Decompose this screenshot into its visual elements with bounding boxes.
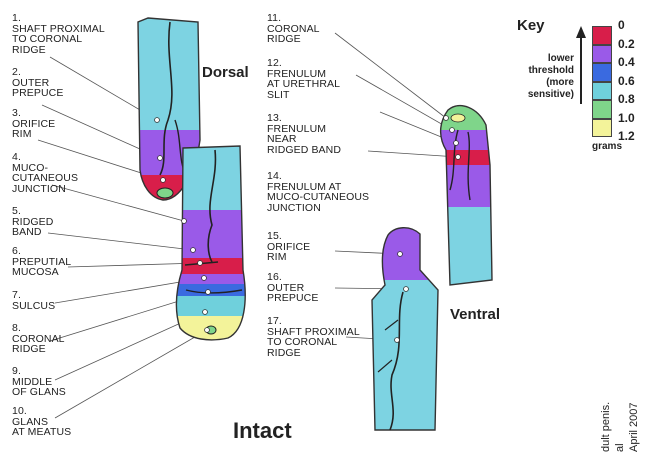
dorsal-lower-shape [176, 146, 246, 340]
dorsal-label-3: 3. ORIFICE RIM [12, 107, 56, 140]
key-swatch-1 [592, 26, 612, 45]
dorsal-label-5: 5. RIDGED BAND [12, 205, 54, 238]
dorsal-label-4: 4. MUCO- CUTANEOUS JUNCTION [12, 151, 79, 195]
key-value-1: 0 [618, 18, 625, 32]
ventral-label-11: 11. CORONAL RIDGE [267, 12, 320, 45]
dorsal-label-6: 6. PREPUTIAL MUCOSA [12, 245, 72, 278]
key-swatch-3 [592, 63, 612, 82]
ventral-label-17: 17. SHAFT PROXIMAL TO CORONAL RIDGE [267, 315, 360, 359]
key-value-6: 1.0 [618, 110, 635, 125]
key-value-4: 0.6 [618, 73, 635, 88]
credit-line-3: April 2007 [628, 402, 640, 452]
ventral-label-15: 15. ORIFICE RIM [267, 230, 311, 263]
key-swatch-5 [592, 100, 612, 119]
key-value-7: 1.2 [618, 129, 635, 143]
credit-line-1: dult penis. [600, 401, 612, 452]
ventral-label-12: 12. FRENULUM AT URETHRAL SLIT [267, 57, 341, 101]
dorsal-label-9: 9. MIDDLE OF GLANS [12, 365, 66, 398]
key-swatch-6 [592, 118, 612, 137]
dorsal-label-7: 7. SULCUS [12, 289, 56, 312]
dorsal-label-2: 2. OUTER PREPUCE [12, 66, 64, 99]
key-value-2: 0.2 [618, 36, 635, 51]
key-value-5: 0.8 [618, 92, 635, 106]
key-value-3: 0.4 [618, 55, 635, 69]
key-unit: grams [592, 141, 623, 152]
ventral-label-14: 14. FRENULUM AT MUCO-CUTANEOUS JUNCTION [267, 170, 370, 214]
key-swatch-2 [592, 44, 612, 63]
key-swatch-4 [592, 81, 612, 100]
key-title: Key [517, 17, 545, 34]
intact-title: Intact [233, 418, 292, 443]
ventral-label-13: 13. FRENULUM NEAR RIDGED BAND [267, 112, 342, 156]
ventral-label-16: 16. OUTER PREPUCE [267, 271, 319, 304]
sample-points [154, 115, 461, 343]
credit-line-2: al [614, 443, 626, 452]
key-description: lower threshold (more sensitive) [527, 53, 574, 100]
leader-lines [37, 32, 459, 419]
dorsal-label-1: 1. SHAFT PROXIMAL TO CORONAL RIDGE [12, 12, 105, 56]
dorsal-title: Dorsal [202, 64, 249, 81]
ventral-title: Ventral [450, 306, 501, 323]
dorsal-label-10: 10. GLANS AT MEATUS [12, 405, 72, 438]
dorsal-label-8: 8. CORONAL RIDGE [12, 322, 65, 355]
